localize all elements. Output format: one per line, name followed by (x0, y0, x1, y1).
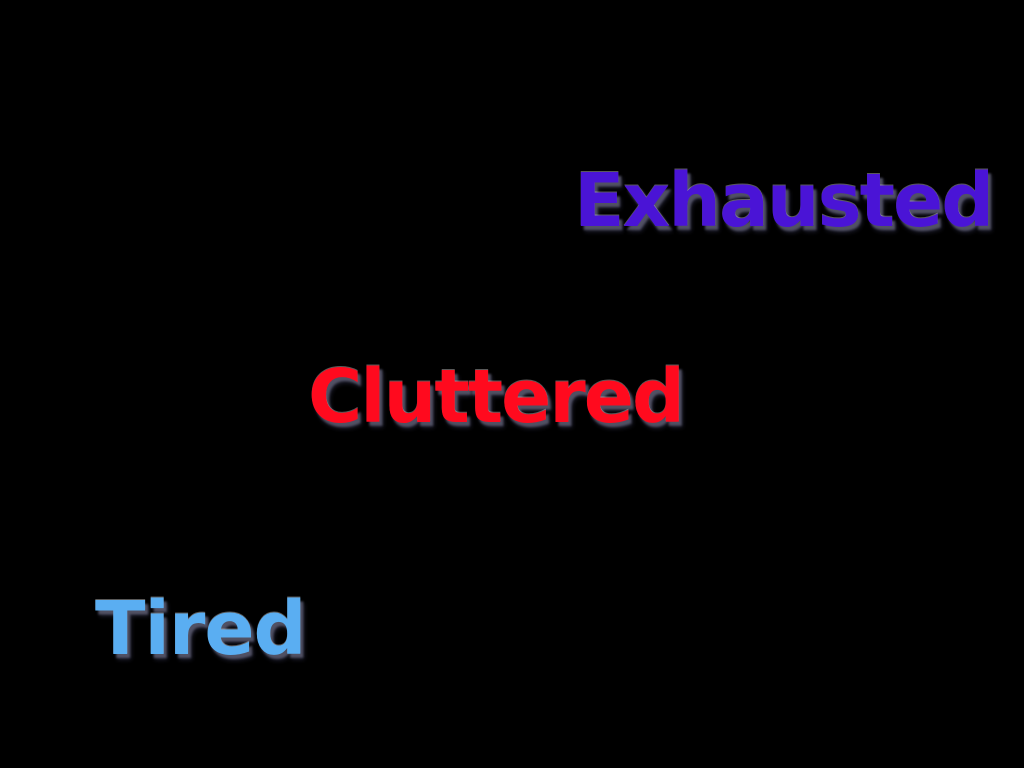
word-exhausted: Exhausted (574, 158, 994, 244)
word-tired: Tired (95, 586, 306, 672)
word-cluttered: Cluttered (308, 354, 685, 440)
